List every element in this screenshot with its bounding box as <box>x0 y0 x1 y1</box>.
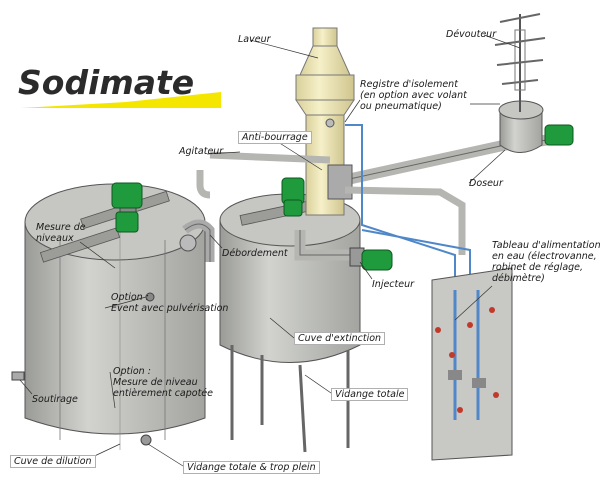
extinction-tank <box>219 193 361 453</box>
agitator-motor <box>111 182 143 233</box>
label-cuve-extinction: Cuve d'extinction <box>294 332 386 345</box>
label-agitateur: Agitateur <box>179 146 224 157</box>
doser <box>498 100 574 153</box>
label-vidange-totale: Vidange totale <box>331 388 409 401</box>
extinction-motor <box>281 177 305 217</box>
label-option-mesure: Option : Mesure de niveau entièrement ca… <box>113 366 213 399</box>
leader-lines <box>19 34 521 467</box>
label-doseur: Doseur <box>469 178 503 189</box>
label-vidange-trop-plein: Vidange totale & trop plein <box>183 461 320 474</box>
brand-name: Sodimate <box>18 63 194 102</box>
scrubber-column <box>295 27 355 216</box>
label-cuve-dilution: Cuve de dilution <box>10 455 96 468</box>
label-mesure-niveaux: Mesure de niveaux <box>36 222 86 244</box>
label-debordement: Débordement <box>222 248 288 259</box>
injector <box>349 247 393 271</box>
label-devouteur: Dévouteur <box>446 29 497 40</box>
label-soutirage: Soutirage <box>32 394 78 405</box>
sodimate-logo: Sodimate <box>16 62 226 117</box>
water-supply-panel <box>431 267 513 461</box>
label-laveur: Laveur <box>238 34 271 45</box>
label-anti-bourrage: Anti-bourrage <box>238 131 312 144</box>
label-option-event: Option : Event avec pulvérisation <box>111 292 229 314</box>
label-tableau: Tableau d'alimentation en eau (électrova… <box>492 240 600 284</box>
bridge-breaker <box>494 13 546 112</box>
label-registre: Registre d'isolement (en option avec vol… <box>360 79 467 112</box>
label-injecteur: Injecteur <box>372 279 415 290</box>
